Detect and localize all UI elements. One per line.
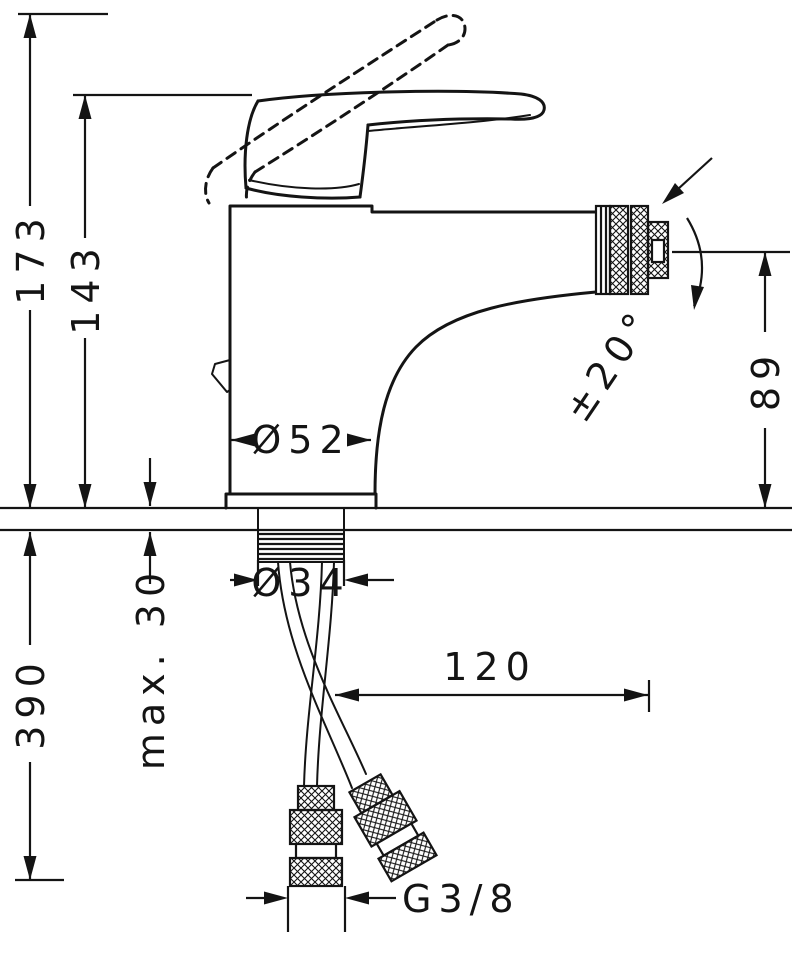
body-spout-contour bbox=[228, 204, 598, 496]
dashed-cap-right bbox=[244, 170, 257, 203]
side-tab bbox=[211, 359, 231, 393]
dimension-spout-height: 143 bbox=[64, 93, 252, 508]
dim-label-swivel-angle: ±20° bbox=[555, 300, 663, 430]
fitting1-top bbox=[296, 784, 336, 812]
aerator bbox=[594, 204, 670, 296]
aerator-knurl-band-1 bbox=[608, 204, 630, 296]
fitting1-end bbox=[288, 856, 344, 888]
handle-cap-seam bbox=[248, 179, 360, 190]
dimension-connection-thread: G3/8 bbox=[246, 877, 521, 932]
fitting2-end bbox=[376, 831, 439, 883]
handle-raised-dashed bbox=[204, 13, 467, 205]
arrowhead-down bbox=[23, 484, 37, 508]
dim-label-total-height: 173 bbox=[9, 211, 53, 305]
aerator-outlet bbox=[650, 238, 666, 264]
handle-cap-left bbox=[243, 99, 260, 190]
arrowhead-left bbox=[231, 433, 255, 447]
base-plate bbox=[224, 492, 378, 510]
aerator-knurl-band-2 bbox=[629, 204, 650, 296]
fitting1-body bbox=[288, 808, 344, 846]
handle-lever bbox=[256, 89, 546, 127]
dim-label-max-thickness: max. 30 bbox=[129, 566, 173, 770]
arrowhead-right-in bbox=[234, 573, 258, 587]
dim-label-connection-thread: G3/8 bbox=[402, 877, 521, 921]
dashed-cap-left bbox=[204, 166, 215, 205]
dimension-max-thickness: max. 30 bbox=[129, 458, 173, 770]
handle-lever-inner-line bbox=[367, 114, 531, 132]
arrowhead-up bbox=[78, 95, 92, 119]
dimension-body-diameter: Ø52 bbox=[231, 418, 371, 462]
hose-a-line-2 bbox=[316, 561, 335, 787]
arrowhead-up bbox=[23, 14, 37, 38]
hose-a-line-1 bbox=[303, 561, 323, 787]
arrowhead-left-in bbox=[345, 891, 369, 905]
dim-label-hose-length: 390 bbox=[9, 656, 53, 750]
hose-fitting-1 bbox=[288, 784, 344, 888]
dimension-outlet-height: 89 bbox=[672, 250, 790, 508]
arrowhead-left bbox=[335, 688, 359, 702]
dim-label-shank-diameter: Ø34 bbox=[251, 561, 350, 605]
dim-label-body-diameter: Ø52 bbox=[251, 418, 350, 462]
shank-and-hoses bbox=[257, 507, 439, 888]
arrowhead-down bbox=[143, 482, 157, 506]
arrowhead-right bbox=[347, 433, 371, 447]
shank-thread-lines bbox=[258, 532, 344, 561]
hose-fitting-2 bbox=[347, 772, 439, 883]
handle-cap-bottom bbox=[244, 186, 362, 200]
arrowhead-left-in bbox=[344, 573, 368, 587]
dim-label-outlet-height: 89 bbox=[744, 349, 788, 411]
spout-underside-curve bbox=[373, 290, 598, 496]
arrowhead-right-in bbox=[264, 891, 288, 905]
arrowhead-down bbox=[23, 856, 37, 880]
aerator-collar-grooves bbox=[599, 206, 608, 294]
mounting-surface bbox=[0, 506, 792, 532]
arrowhead-down bbox=[758, 484, 772, 508]
dimension-outlet-offset: 120 bbox=[335, 645, 651, 712]
fitting1-nut bbox=[294, 842, 338, 860]
dim-label-outlet-offset: 120 bbox=[443, 645, 537, 689]
dimension-shank-diameter: Ø34 bbox=[230, 560, 394, 605]
hose-b-line-2 bbox=[289, 561, 367, 775]
dimension-hose-length: 390 bbox=[9, 532, 64, 882]
arrowhead-right bbox=[624, 688, 648, 702]
dimension-total-height: 173 bbox=[9, 12, 108, 508]
dashed-lever-top bbox=[211, 18, 439, 170]
dashed-lever-tip bbox=[435, 13, 467, 47]
dashed-lever-bottom bbox=[253, 43, 450, 174]
arrowhead-arc-end bbox=[691, 285, 704, 310]
arrowhead-up bbox=[758, 252, 772, 276]
arrowhead-up bbox=[143, 532, 157, 556]
faucet-outline bbox=[204, 13, 598, 510]
arrowhead-down bbox=[78, 484, 92, 508]
handle-cap-right bbox=[358, 123, 370, 199]
arrowhead-pointer bbox=[662, 183, 684, 204]
aerator-collar bbox=[594, 204, 612, 296]
dim-label-spout-height: 143 bbox=[64, 241, 108, 335]
arrowhead-up bbox=[23, 532, 37, 556]
hose-b-line-1 bbox=[277, 561, 353, 789]
